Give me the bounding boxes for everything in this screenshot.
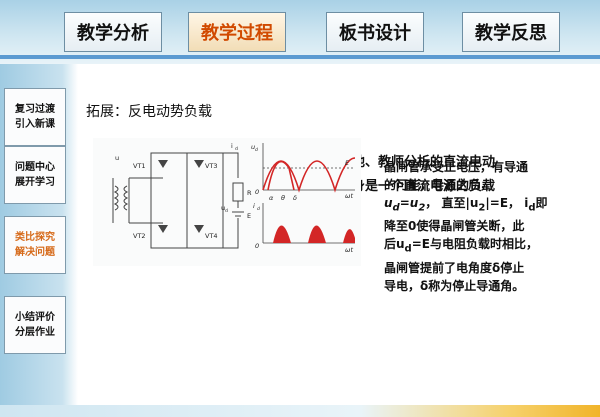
- sidebar-item-problem-center[interactable]: 问题中心展开学习: [4, 146, 66, 204]
- sidebar-item-summary[interactable]: 小结评价分层作业: [4, 296, 66, 354]
- eq-part: |=E， i: [485, 196, 529, 210]
- sidebar-item-label: 问题中心: [15, 162, 55, 173]
- text-line: 降至0使得晶闸管关断，此: [384, 219, 525, 234]
- sidebar-item-analogy-explore[interactable]: 类比探究解决问题: [4, 216, 66, 274]
- sidebar-item-label: 分层作业: [15, 327, 55, 338]
- label-r: R: [247, 189, 252, 197]
- sidebar-item-label: 类比探究: [15, 232, 55, 243]
- label-ud: u: [221, 204, 225, 212]
- explanation-text: 晶闸管承受正电压，有导通 的可能，导通之后， ud=u2， 直至|u2|=E， …: [384, 158, 594, 295]
- eq-sub: 2: [478, 202, 486, 214]
- label-vt4: VT4: [205, 232, 218, 240]
- wave-label-theta: θ: [281, 194, 285, 202]
- text-line-equation: ud=u2， 直至|u2|=E， id即: [384, 194, 594, 217]
- eq-sub: d: [392, 202, 400, 214]
- label-e: E: [247, 212, 251, 220]
- eq-sub: d: [404, 243, 412, 255]
- eq-part: u: [384, 196, 393, 210]
- wave-label-i: i: [253, 202, 255, 210]
- top-navigation-bar: 教学分析 教学过程 板书设计 教学反思: [0, 0, 600, 64]
- sidebar-item-label: 展开学习: [15, 177, 55, 188]
- page-subtitle: 拓展：反电动势负载: [86, 104, 212, 120]
- overlapped-line: 身是一个直流电源的负载: [352, 179, 496, 194]
- sidebar-item-review[interactable]: 复习过渡引入新课: [4, 88, 66, 146]
- tab-board-design[interactable]: 板书设计: [326, 12, 424, 52]
- eq-part: 直至|u: [441, 196, 479, 210]
- text-line: 导电，δ称为停止导通角。: [384, 278, 525, 293]
- sidebar-item-label: 引入新课: [15, 119, 55, 130]
- wave-label-origin: 0: [255, 188, 259, 196]
- eq-part: ，: [425, 196, 442, 210]
- tab-teaching-process[interactable]: 教学过程: [188, 12, 286, 52]
- label-vt1: VT1: [133, 162, 146, 170]
- bottom-decoration-bar: [0, 405, 600, 417]
- wave-label-wt-2: ωt: [345, 246, 353, 254]
- wave-label-alpha: α: [269, 194, 274, 202]
- label-id-sub: d: [235, 146, 238, 152]
- label-vt3: VT3: [205, 162, 218, 170]
- tab-teaching-analysis[interactable]: 教学分析: [64, 12, 162, 52]
- sidebar-item-label: 解决问题: [15, 247, 55, 258]
- overlapped-line: 池、教师分析的直流电动: [352, 155, 496, 170]
- top-bar-divider: [0, 55, 600, 59]
- label-u: u: [115, 154, 119, 162]
- text-line: 晶闸管承受正电压，有导通: [384, 160, 529, 174]
- wave-label-i-sub: d: [257, 206, 260, 212]
- tab-teaching-reflection[interactable]: 教学反思: [462, 12, 560, 52]
- label-vt2: VT2: [133, 232, 146, 240]
- overlapped-heading: 池、教师分析的直流电动 身是一个直流电源的负载: [352, 154, 557, 196]
- sidebar-item-label: 复习过渡: [15, 104, 55, 115]
- eq-part: =E与电阻负载时相比，: [411, 237, 538, 252]
- wave-label-wt: ωt: [345, 192, 353, 200]
- text-line: 的可能，导通之后，: [384, 178, 493, 192]
- eq-part: 即: [535, 196, 548, 210]
- rectifier-circuit-figure: VT1 VT3 VT2 VT4 R E i d u d u u d E 0 α …: [93, 138, 361, 266]
- left-nav-panel: 复习过渡引入新课 问题中心展开学习 类比探究解决问题 小结评价分层作业: [0, 64, 78, 417]
- text-line: 晶闸管提前了电角度δ停止: [384, 260, 525, 275]
- eq-part: 后u: [384, 237, 405, 252]
- eq-sub: 2: [418, 202, 426, 214]
- eq-sub: d: [528, 202, 536, 214]
- wave-label-u: u: [251, 143, 255, 151]
- wave-label-delta: δ: [293, 194, 297, 202]
- label-ud-sub: d: [225, 208, 228, 214]
- wave-label-u-sub: d: [255, 147, 258, 153]
- label-id: i: [231, 142, 233, 150]
- wave-label-origin-2: 0: [255, 242, 259, 250]
- sidebar-item-label: 小结评价: [15, 312, 55, 323]
- text-line: 后ud=E与电阻负载时相比，: [384, 235, 594, 258]
- wave-label-e: E: [345, 159, 350, 167]
- eq-part: =u: [399, 196, 419, 210]
